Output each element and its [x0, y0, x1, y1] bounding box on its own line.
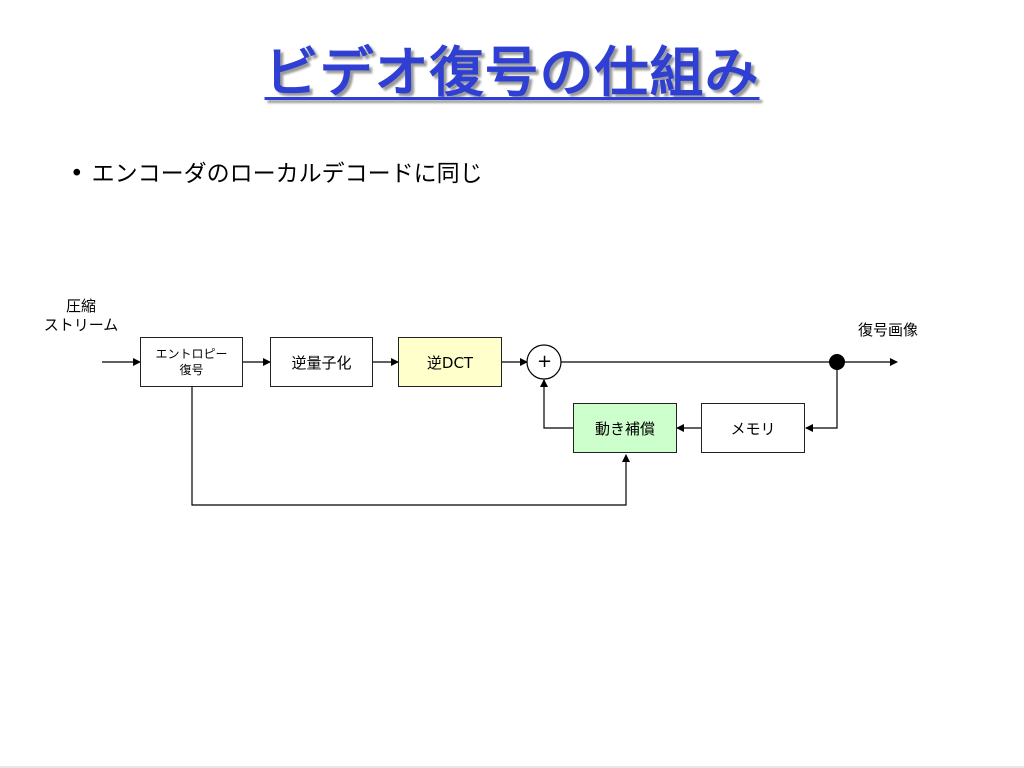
bullet-text: エンコーダのローカルデコードに同じ: [91, 161, 483, 187]
entropy-decode-label: エントロピー 復号: [155, 346, 227, 378]
input-label-line2: ストリーム: [43, 316, 119, 334]
output-to-memory-arrow: [805, 362, 838, 432]
entropy-decode-block: エントロピー 復号: [140, 337, 243, 387]
adder-node: [526, 344, 562, 380]
entropy-decode-line1: エントロピー: [155, 347, 228, 361]
adder-symbol: +: [537, 351, 553, 372]
bullet-dot: •: [70, 161, 84, 187]
bullet-point: • エンコーダのローカルデコードに同じ: [70, 154, 483, 188]
input-label-line1: 圧縮: [65, 297, 96, 315]
side-info-arrow: [191, 387, 630, 506]
input-label: 圧縮 ストリーム: [36, 297, 126, 335]
slide-title: ビデオ復号の仕組み: [264, 41, 760, 104]
slide-bottom-border: [0, 766, 1024, 768]
output-label: 復号画像: [858, 321, 919, 339]
idct-block: 逆DCT: [398, 337, 502, 387]
memory-block: メモリ: [701, 403, 805, 453]
branch-point: [829, 354, 845, 370]
dequant-block: 逆量子化: [270, 337, 373, 387]
mc-to-adder-arrow: [540, 379, 573, 429]
entropy-decode-line2: 復号: [179, 363, 204, 377]
motion-compensation-block: 動き補償: [573, 403, 677, 453]
